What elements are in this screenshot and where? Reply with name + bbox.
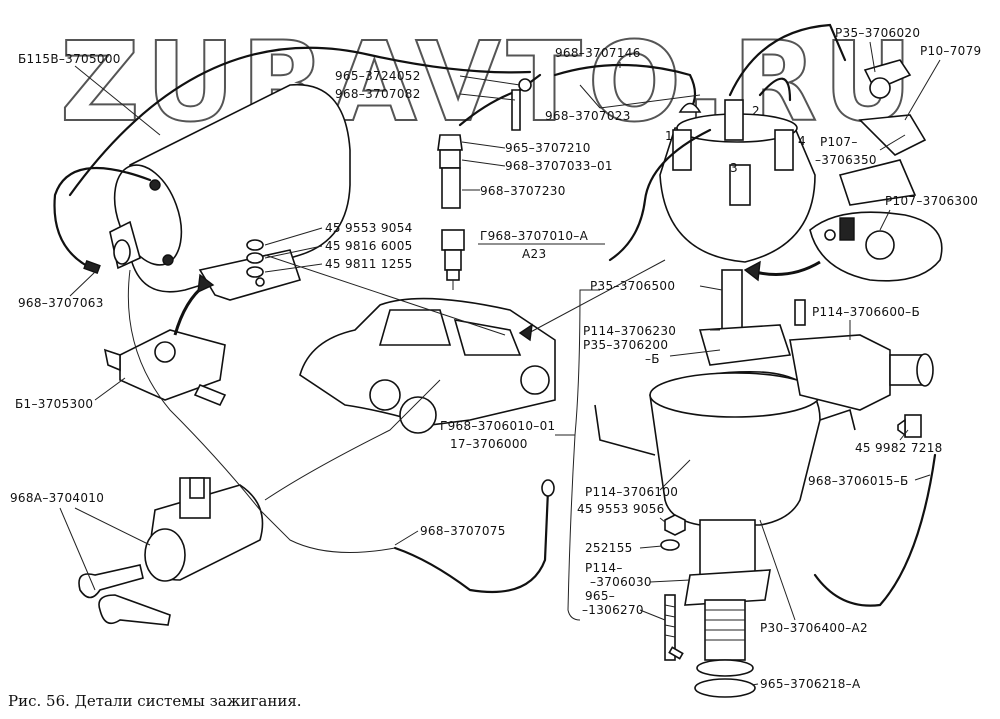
cyl-num-3: 3: [730, 161, 738, 175]
vacuum-tube: [813, 453, 937, 607]
car: [299, 297, 556, 434]
ground-wire: [393, 488, 550, 594]
label-p107-3706350-b: –3706350: [815, 153, 877, 167]
screw: [664, 594, 676, 661]
vacuum-regulator: [789, 299, 934, 411]
label-968-3707023: 968–3707023: [545, 109, 631, 123]
label-p107-3706350-a: Р107–: [820, 135, 858, 149]
spark-plug: [441, 229, 465, 290]
hv-tips: [437, 134, 463, 209]
cyl-num-2: 2: [752, 104, 760, 118]
cyl-num-4: 4: [798, 134, 806, 148]
pin: [668, 646, 684, 660]
cyl-num-1: 1: [665, 129, 673, 143]
washers: [246, 239, 264, 278]
label-p35-3706500: Р35–3706500: [590, 279, 675, 293]
breaker-plate: [809, 211, 943, 282]
switch-arrow: [173, 283, 206, 336]
label-p965-b: –1306270: [582, 603, 644, 617]
label-tip-968-3707033: 968–3707033–01: [505, 159, 613, 173]
wire-968-3707146: [553, 63, 697, 112]
label-nut-1: 45 9553 9054: [325, 221, 413, 235]
contact-group: [838, 114, 927, 206]
label-distributor: Г968–3706010–01: [440, 419, 555, 433]
label-ground-wire: 968–3707075: [420, 524, 506, 538]
label-p35-3706200: Р35–3706200: [583, 338, 668, 352]
label-nut-3: 45 9811 1255: [325, 257, 413, 271]
cap-clip-right: [819, 408, 856, 431]
top-hv-wire: [68, 46, 532, 197]
label-gasket: 965–3706218–А: [760, 677, 861, 691]
ignition-lock: [144, 477, 264, 582]
temp-sensor: [897, 414, 922, 438]
label-tip-965-3707210: 965–3707210: [505, 141, 591, 155]
cap-clip: [594, 404, 656, 456]
label-plug: Г968–3707010–А: [480, 229, 589, 243]
label-965-3724052: 965–3724052: [335, 69, 421, 83]
ignition-switch: [103, 329, 227, 407]
label-968-3707082: 968–3707082: [335, 87, 421, 101]
label-p114-a: Р114–: [585, 561, 623, 575]
label-p114-b: –3706030: [590, 575, 652, 589]
coil-hv-wire: [53, 166, 152, 272]
label-p107-3706300: Р107–3706300: [885, 194, 978, 208]
label-washer-459553: 45 9553 9056: [577, 502, 665, 516]
label-coil: Б115В–3705000: [18, 52, 121, 66]
assembly-arrow: [754, 260, 821, 276]
label-p965-a: 965–: [585, 589, 615, 603]
label-plug-code: А23: [522, 247, 546, 261]
label-tube: 968–3706015–Б: [808, 474, 908, 488]
label-rotor-p10: Р10–7079: [920, 44, 981, 58]
label-switch: Б1–3705300: [15, 397, 93, 411]
label-p114-3706230: Р114–3706230: [583, 324, 676, 338]
label-nut-2: 45 9816 6005: [325, 239, 413, 253]
nut: [660, 514, 686, 551]
watermark: ZURAVTO.RU: [60, 18, 919, 146]
label-cap-p35: Р35–3706020: [835, 26, 920, 40]
label-tip-968-3707230: 968–3707230: [480, 184, 566, 198]
label-washer-252155: 252155: [585, 541, 633, 555]
label-sensor: 45 9982 7218: [855, 441, 943, 455]
label-hv-wire-coil: 968–3707063: [18, 296, 104, 310]
label-968-3707146: 968–3707146: [555, 46, 641, 60]
label-p30: Р30–3706400–А2: [760, 621, 868, 635]
label-p114-3706100: Р114–3706100: [585, 485, 678, 499]
label-distributor-2: 17–3706000: [450, 437, 528, 451]
figure-caption: Рис. 56. Детали системы зажигания.: [8, 692, 302, 710]
label-b-suffix: –Б: [645, 352, 660, 366]
rotor: [863, 59, 912, 99]
distributor-cap: [608, 99, 816, 263]
label-lock: 968А–3704010: [10, 491, 104, 505]
label-p114-3706600: Р114–3706600–Б: [812, 305, 920, 319]
wire-terminal: [83, 259, 101, 275]
